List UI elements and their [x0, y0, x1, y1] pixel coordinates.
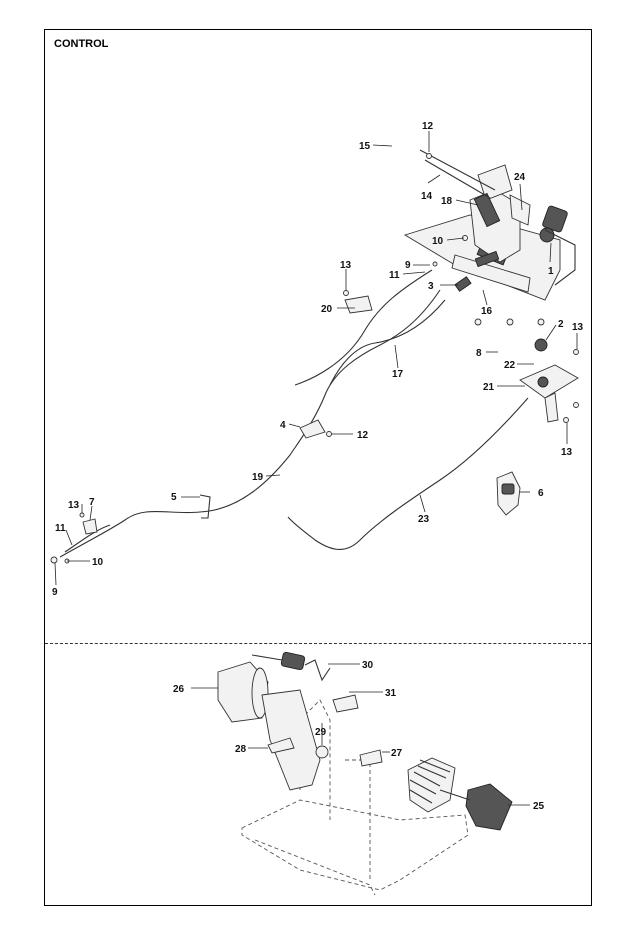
callout-7: 7: [89, 497, 95, 508]
callout-11a: 11: [389, 270, 400, 281]
callout-14: 14: [421, 191, 433, 202]
bracket-20: [343, 290, 373, 314]
callout-1: 1: [548, 266, 554, 277]
bracket-5: [199, 494, 211, 519]
callout-13b: 13: [572, 322, 584, 333]
spring-30: [251, 651, 331, 682]
callout-27: 27: [391, 748, 403, 759]
callout-12b: 12: [357, 430, 369, 441]
callout-10a: 10: [432, 236, 444, 247]
pedal-assembly: [191, 651, 530, 896]
callout-18: 18: [441, 196, 453, 207]
callout-9a: 9: [405, 260, 411, 271]
diagram-frame: [44, 29, 592, 906]
callout-13c: 13: [561, 447, 573, 458]
callout-11b: 11: [55, 523, 66, 534]
callout-15: 15: [359, 141, 371, 152]
callout-13d: 13: [68, 500, 80, 511]
callout-26: 26: [173, 684, 185, 695]
bracket-21: [519, 338, 579, 423]
diagram-title: CONTROL: [54, 38, 109, 50]
callout-28: 28: [235, 744, 247, 755]
callout-5: 5: [171, 492, 177, 503]
callout-29: 29: [315, 727, 327, 738]
leader-lines: [54, 131, 578, 586]
cables: [59, 269, 529, 558]
callout-24: 24: [514, 172, 526, 183]
grip-6: [496, 471, 521, 516]
callout-17: 17: [392, 369, 404, 380]
callout-numbers: 1 2 3 4 5 6 7 8 9 9 10 10 11 11 12 12 13…: [52, 121, 584, 812]
control-plate-assembly: [403, 149, 576, 326]
callout-19: 19: [252, 472, 264, 483]
callout-10b: 10: [92, 557, 104, 568]
clip-4: [299, 419, 326, 439]
callout-8: 8: [476, 348, 482, 359]
bolt-group: [426, 153, 545, 326]
callout-4: 4: [280, 420, 286, 431]
callout-9b: 9: [52, 587, 58, 598]
left-cable-end: [50, 512, 98, 564]
callout-22: 22: [504, 360, 516, 371]
callout-23: 23: [418, 514, 430, 525]
callout-6: 6: [538, 488, 544, 499]
callout-3: 3: [428, 281, 434, 292]
pedal-25: [407, 757, 513, 831]
callout-2: 2: [558, 319, 564, 330]
callout-12a: 12: [422, 121, 434, 132]
callout-21: 21: [483, 382, 495, 393]
callout-31: 31: [385, 688, 397, 699]
callout-16: 16: [481, 306, 493, 317]
callout-30: 30: [362, 660, 374, 671]
section-divider: [45, 643, 591, 644]
callout-13a: 13: [340, 260, 352, 271]
callout-20: 20: [321, 304, 333, 315]
callout-25: 25: [533, 801, 545, 812]
